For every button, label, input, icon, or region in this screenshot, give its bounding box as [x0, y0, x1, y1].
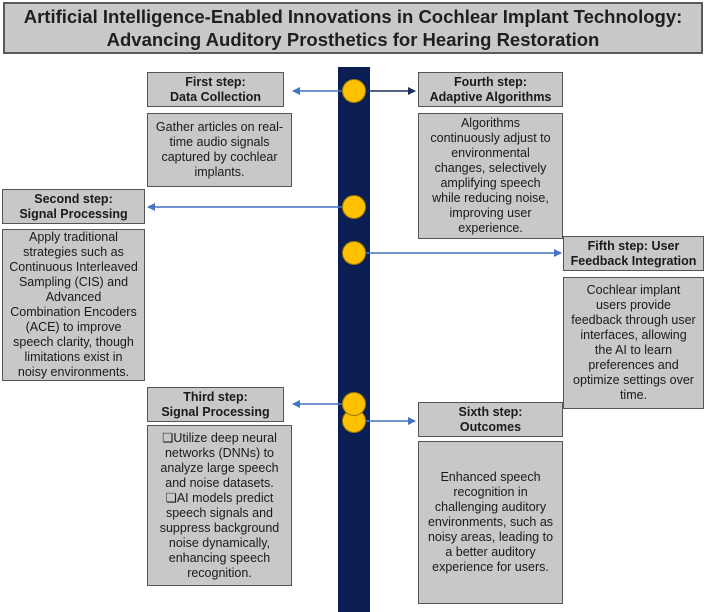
step-2-description: Apply traditional strategies such as Con…	[2, 229, 145, 381]
timeline-node-3	[342, 241, 366, 265]
diagram-title: Artificial Intelligence-Enabled Innovati…	[3, 2, 703, 54]
step-6-header: Sixth step: Outcomes	[418, 402, 563, 437]
step-5-label: Fifth step: User	[587, 238, 680, 253]
step-4-label: Fourth step:	[454, 74, 527, 89]
title-line-1: Artificial Intelligence-Enabled Innovati…	[23, 6, 683, 27]
step-3-header: Third step: Signal Processing	[147, 387, 284, 422]
step-6-title: Outcomes	[459, 419, 522, 434]
step-1-header: First step: Data Collection	[147, 72, 284, 107]
step-3-description: ❏Utilize deep neural networks (DNNs) to …	[147, 425, 292, 586]
step-3-bullet-list: ❏Utilize deep neural networks (DNNs) to …	[154, 431, 285, 581]
step-3-label: Third step:	[183, 389, 248, 404]
step-4-header: Fourth step: Adaptive Algorithms	[418, 72, 563, 107]
timeline-node-1	[342, 79, 366, 103]
step-3-title: Signal Processing	[161, 404, 270, 419]
step-4-title: Adaptive Algorithms	[429, 89, 552, 104]
step-1-description: Gather articles on real-time audio signa…	[147, 113, 292, 187]
timeline-node-2	[342, 195, 366, 219]
step-1-label: First step:	[185, 74, 246, 89]
step-6-text: Enhanced speech recognition in challengi…	[427, 470, 554, 574]
step-2-text: Apply traditional strategies such as Con…	[9, 230, 138, 379]
step-2-label: Second step:	[34, 191, 113, 206]
title-line-2: Advancing Auditory Prosthetics for Heari…	[106, 29, 600, 50]
step-4-text: Algorithms continuously adjust to enviro…	[430, 116, 551, 235]
step-3-bullet-2: ❏AI models predict speech signals and su…	[159, 490, 280, 580]
step-6-description: Enhanced speech recognition in challengi…	[418, 441, 563, 604]
step-2-title: Signal Processing	[19, 206, 128, 221]
step-6-label: Sixth step:	[458, 404, 523, 419]
step-5-title: Feedback Integration	[570, 253, 697, 268]
step-2-header: Second step: Signal Processing	[2, 189, 145, 224]
step-5-description: Cochlear implant users provide feedback …	[563, 277, 704, 409]
timeline-node-5	[342, 392, 366, 416]
step-4-description: Algorithms continuously adjust to enviro…	[418, 113, 563, 239]
step-5-text: Cochlear implant users provide feedback …	[571, 283, 696, 402]
step-3-bullet-1: ❏Utilize deep neural networks (DNNs) to …	[160, 430, 279, 490]
step-5-header: Fifth step: User Feedback Integration	[563, 236, 704, 271]
timeline-bar	[338, 67, 370, 612]
step-1-text: Gather articles on real-time audio signa…	[155, 120, 284, 179]
step-1-title: Data Collection	[170, 89, 261, 104]
